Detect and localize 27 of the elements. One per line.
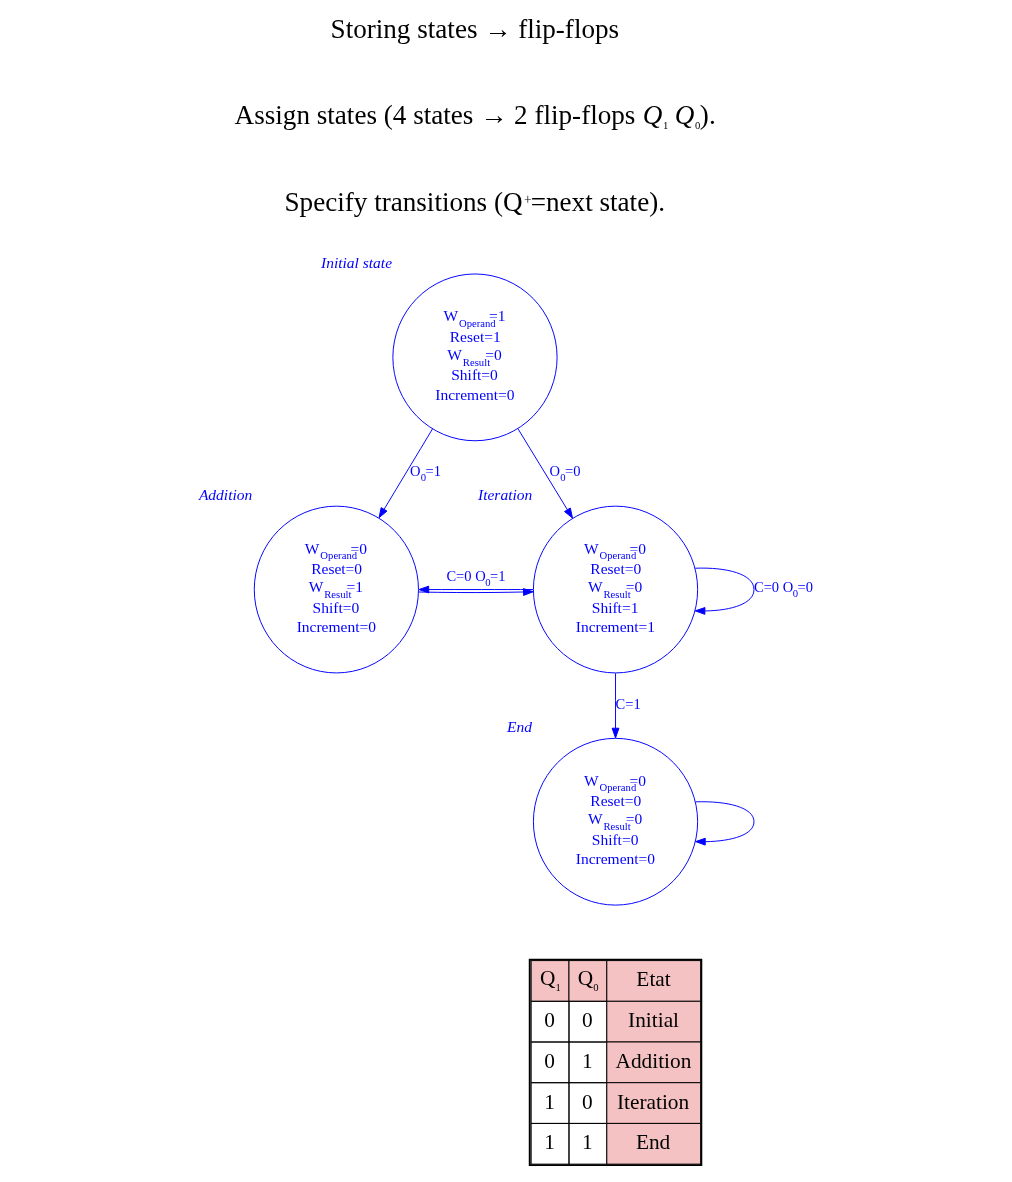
node-label: Iteration <box>478 485 533 503</box>
edge-label: O$_{0}$=1 <box>410 462 441 484</box>
label: 0 <box>544 1048 555 1073</box>
label: Q$_{0}$ <box>577 966 599 993</box>
edge-label: O$_{0}$=0 <box>549 462 581 484</box>
label: Specify transitions (Q$^{+}$=next state). <box>284 187 666 218</box>
label: 0 <box>582 1008 593 1033</box>
node-label: Addition <box>198 485 253 503</box>
label: 1 <box>582 1130 593 1155</box>
label: Assign states (4 states → 2 flip-flops Q$_{1}$ Q$_{0}$). <box>234 99 716 132</box>
label: Storing states → flip-flops <box>330 13 620 44</box>
label: 1 <box>582 1048 593 1073</box>
label: End <box>635 1130 671 1155</box>
label: Initial <box>628 1008 680 1033</box>
node-label: End <box>507 718 533 736</box>
node-label: Initial state <box>321 253 393 271</box>
edge-label: C=0 O$_{0}$=0 <box>754 578 814 600</box>
label: 0 <box>544 1008 555 1033</box>
label: 1 <box>544 1130 555 1155</box>
label: Addition <box>615 1048 692 1073</box>
label: 0 <box>582 1089 593 1114</box>
label: Etat <box>636 967 671 992</box>
label: Iteration <box>616 1089 690 1114</box>
label: Q$_{1}$ <box>539 966 561 993</box>
edge-label: C=1 <box>615 696 641 713</box>
label: 1 <box>544 1089 555 1114</box>
edge-label: C=0 O$_{0}$=1 <box>446 567 506 589</box>
